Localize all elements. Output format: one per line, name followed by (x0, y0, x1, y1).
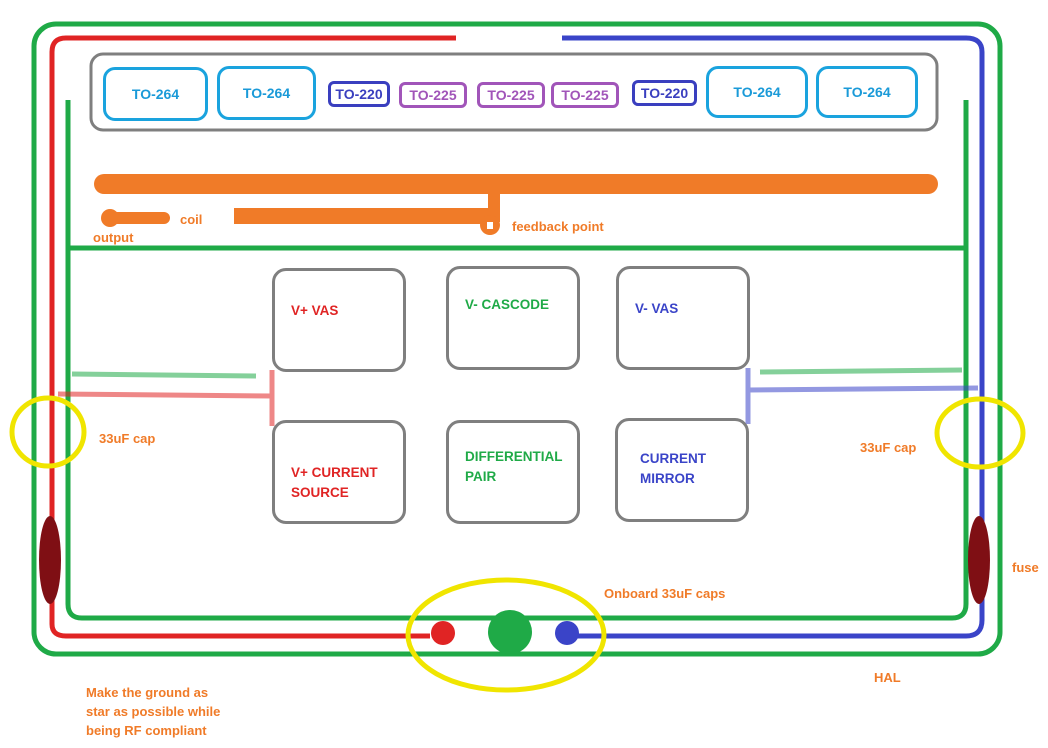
block-vplus-current-source: V+ CURRENT SOURCE (272, 420, 406, 524)
block-vminus-vas: V- VAS (616, 266, 750, 370)
block-differential-pair: DIFFERENTIAL PAIR (446, 420, 580, 524)
negative-rail-trace (562, 35, 985, 639)
ground-note: Make the ground as star as possible whil… (86, 685, 221, 738)
block-vplus-vas: V+ VAS (272, 268, 406, 372)
hal-label: HAL (874, 670, 901, 685)
right-ground-link (759, 367, 963, 375)
left-fuse (39, 516, 61, 604)
left-cap-marker (9, 395, 87, 469)
package-to225-2: TO-225 (477, 82, 545, 108)
positive-rail-trace (49, 35, 456, 639)
block-vminus-vas-label: V- VAS (635, 301, 679, 316)
block-vminus-cascode-label: V- CASCODE (465, 297, 550, 312)
right-negative-link (745, 368, 979, 424)
negative-terminal (555, 621, 579, 645)
package-to225-1: TO-225 (399, 82, 467, 108)
block-vminus-cascode: V- CASCODE (446, 266, 580, 370)
package-to264-1: TO-264 (103, 67, 208, 121)
outer-ground-trace (31, 21, 1003, 657)
block-vplus-current-source-label: V+ CURRENT SOURCE (291, 465, 378, 500)
package-to220-1: TO-220 (328, 81, 390, 107)
block-current-mirror: CURRENT MIRROR (615, 418, 749, 522)
left-ground-link (71, 371, 257, 379)
left-cap-label: 33uF cap (99, 431, 156, 446)
package-to220-2: TO-220 (632, 80, 697, 106)
block-vplus-vas-label: V+ VAS (291, 303, 339, 318)
output-label: output (93, 230, 134, 245)
feedback-point-label: feedback point (512, 219, 604, 234)
ground-star-point (488, 610, 532, 654)
block-current-mirror-label: CURRENT MIRROR (640, 451, 706, 486)
package-to264-3: TO-264 (706, 66, 808, 118)
package-to264-2: TO-264 (217, 66, 316, 120)
right-cap-marker (934, 396, 1026, 470)
left-positive-link (57, 370, 275, 426)
coil-label: coil (180, 212, 203, 227)
feedback-point-mark (487, 222, 493, 229)
fuse-label: fuse (1012, 560, 1039, 575)
right-fuse (968, 516, 990, 604)
onboard-caps-marker (405, 577, 607, 693)
output-device-strip (89, 52, 939, 132)
onboard-caps-label: Onboard 33uF caps (604, 586, 726, 601)
output-node (101, 209, 119, 227)
positive-terminal (431, 621, 455, 645)
block-differential-pair-label: DIFFERENTIAL PAIR (465, 449, 563, 484)
right-cap-label: 33uF cap (860, 440, 917, 455)
package-to264-4: TO-264 (816, 66, 918, 118)
package-to225-3: TO-225 (551, 82, 619, 108)
